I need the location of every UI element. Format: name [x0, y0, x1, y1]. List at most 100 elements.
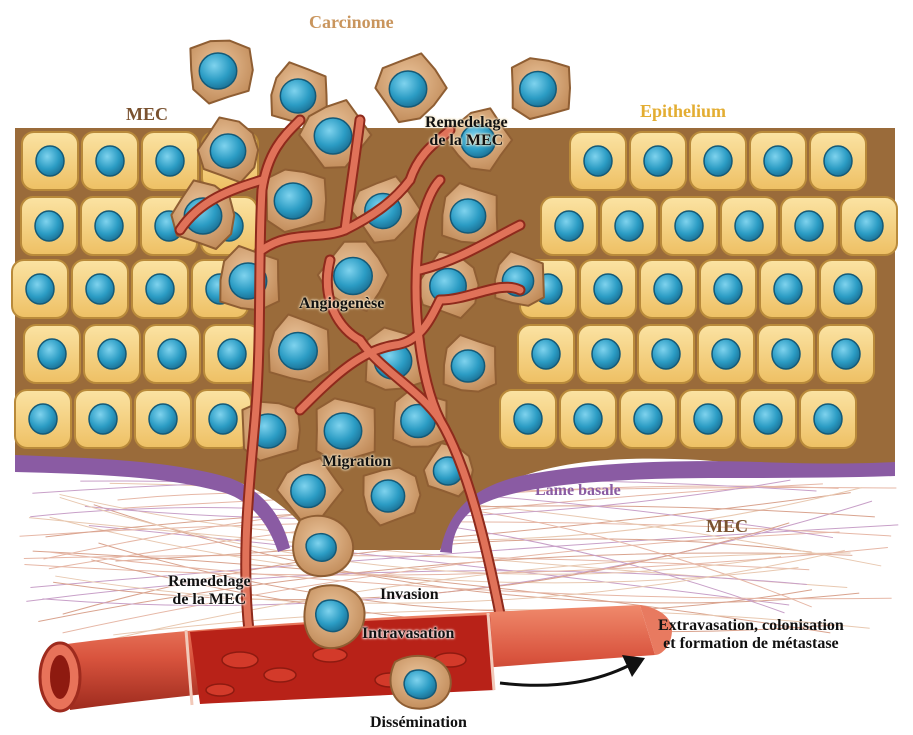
epithelial-cell [84, 325, 140, 383]
cell-nucleus [832, 339, 860, 369]
label-remodelage-top: Remedelage de la MEC [425, 114, 508, 151]
label-remodelage-bottom-line1: Remedelage [168, 573, 251, 591]
epithelial-cell [760, 260, 816, 318]
epithelial-cell [24, 325, 80, 383]
epithelial-cell [81, 197, 137, 255]
epithelial-cell [620, 390, 676, 448]
cell-nucleus [291, 475, 325, 508]
label-intravasation: Intravasation [362, 625, 454, 643]
epithelial-cell [580, 260, 636, 318]
cell-nucleus [96, 146, 124, 176]
label-extravasation-line2: et formation de métastase [658, 635, 844, 653]
cell-nucleus [38, 339, 66, 369]
cell-nucleus [209, 404, 237, 434]
label-extravasation-line1: Extravasation, colonisation [658, 617, 844, 635]
epithelial-cell [690, 132, 746, 190]
epithelial-cell [135, 390, 191, 448]
cell-nucleus [592, 339, 620, 369]
cell-nucleus [95, 211, 123, 241]
cell-nucleus [532, 339, 560, 369]
epithelial-cell [640, 260, 696, 318]
cell-nucleus [520, 72, 556, 107]
cell-nucleus [652, 339, 680, 369]
cell-nucleus [764, 146, 792, 176]
cell-nucleus [218, 339, 246, 369]
epithelial-cell [21, 197, 77, 255]
epithelial-cell [72, 260, 128, 318]
cell-nucleus [774, 274, 802, 304]
epithelial-cell [750, 132, 806, 190]
cell-nucleus [704, 146, 732, 176]
label-epithelium: Epithelium [640, 101, 726, 122]
cell-nucleus [334, 258, 372, 295]
label-carcinome: Carcinome [309, 12, 394, 33]
cell-nucleus [694, 404, 722, 434]
cell-nucleus [754, 404, 782, 434]
cell-nucleus [824, 146, 852, 176]
cell-nucleus [371, 480, 404, 512]
cell-nucleus [149, 404, 177, 434]
epithelial-cell [758, 325, 814, 383]
label-dissemination: Dissémination [370, 714, 467, 732]
cell-nucleus [712, 339, 740, 369]
cell-nucleus [274, 183, 311, 219]
cell-nucleus [35, 211, 63, 241]
epithelial-cell [638, 325, 694, 383]
cell-nucleus [714, 274, 742, 304]
cell-nucleus [654, 274, 682, 304]
epithelial-cell [560, 390, 616, 448]
carcinoma-cell [512, 58, 570, 119]
carcinoma-cell [266, 170, 326, 233]
epithelial-cell [142, 132, 198, 190]
cell-nucleus [280, 79, 315, 113]
epithelial-cell [781, 197, 837, 255]
epithelial-cell [518, 325, 574, 383]
cell-nucleus [26, 274, 54, 304]
cell-nucleus [314, 118, 351, 154]
epithelial-cell [132, 260, 188, 318]
cell-nucleus [146, 274, 174, 304]
epithelial-cell [630, 132, 686, 190]
cell-nucleus [855, 211, 883, 241]
cell-nucleus [156, 146, 184, 176]
cell-nucleus [814, 404, 842, 434]
cell-nucleus [634, 404, 662, 434]
carcinoma-cell [375, 53, 446, 122]
cell-nucleus [451, 350, 484, 382]
epithelial-cell [12, 260, 68, 318]
cell-nucleus [834, 274, 862, 304]
label-remodelage-bottom: Remedelage de la MEC [168, 573, 251, 610]
epithelial-cell [570, 132, 626, 190]
epithelial-cell [601, 197, 657, 255]
cell-nucleus [389, 71, 426, 107]
cell-nucleus [279, 333, 317, 370]
cell-nucleus [86, 274, 114, 304]
cell-nucleus [675, 211, 703, 241]
carcinoma-cell [190, 41, 252, 104]
cell-nucleus [210, 134, 245, 168]
epithelial-cell [698, 325, 754, 383]
cell-nucleus [644, 146, 672, 176]
label-remodelage-bottom-line2: de la MEC [168, 591, 251, 609]
epithelial-cell [680, 390, 736, 448]
label-invasion: Invasion [380, 586, 439, 604]
cell-nucleus [555, 211, 583, 241]
epithelial-cell [15, 390, 71, 448]
label-migration: Migration [322, 453, 391, 471]
cell-nucleus [450, 199, 485, 233]
cell-nucleus [584, 146, 612, 176]
cell-nucleus [158, 339, 186, 369]
cell-nucleus [89, 404, 117, 434]
cell-nucleus [29, 404, 57, 434]
label-angiogenese: Angiogenèse [299, 295, 384, 313]
carcinoma-cell [316, 398, 375, 461]
epithelial-cell [800, 390, 856, 448]
epithelial-cell [721, 197, 777, 255]
epithelial-cell [740, 390, 796, 448]
epithelial-cell [82, 132, 138, 190]
label-mec-top: MEC [126, 104, 168, 125]
cell-nucleus [735, 211, 763, 241]
epithelial-cell [661, 197, 717, 255]
label-remodelage-top-line2: de la MEC [425, 132, 508, 150]
epithelial-cell [204, 325, 260, 383]
